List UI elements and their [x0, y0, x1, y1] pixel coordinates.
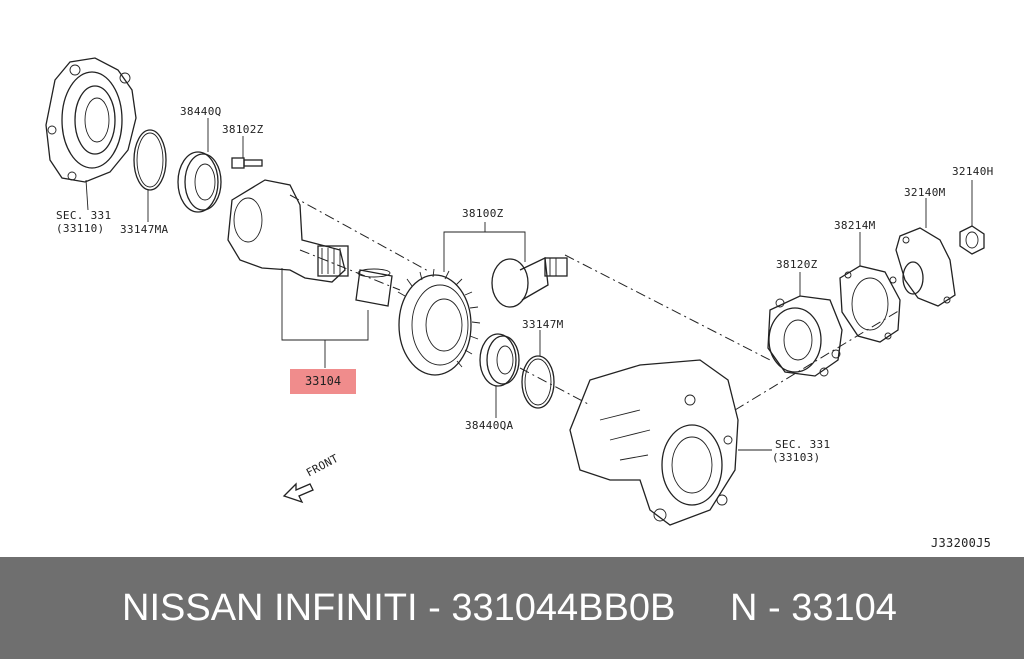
label-sec331-housing-sub: (33103): [772, 451, 821, 464]
bearing-38440q: [177, 118, 222, 213]
label-38440q: 38440Q: [180, 105, 222, 118]
o-ring-33147ma: [133, 129, 167, 222]
highlighted-part-number: 33104: [290, 369, 356, 394]
part-number-banner: NISSAN INFINITI - 331044BB0B N - 33104: [0, 557, 1024, 659]
label-33147ma: 33147MA: [120, 223, 169, 236]
bolt-38102z: [231, 136, 263, 169]
label-33147m: 33147M: [522, 318, 564, 331]
companion-flange-32140m: [895, 198, 956, 307]
label-38120z: 38120Z: [776, 258, 818, 271]
label-38440qa: 38440QA: [465, 419, 514, 432]
label-32140m: 32140M: [904, 186, 946, 199]
flange-nut-32140h: [959, 180, 985, 255]
brand-part-number: NISSAN INFINITI - 331044BB0B: [122, 587, 676, 629]
ring-gear-38100z: [397, 268, 481, 376]
label-38100z: 38100Z: [462, 207, 504, 220]
differential-case-33104: [227, 179, 393, 368]
o-ring-33147m: [521, 330, 555, 409]
label-sec331-cover: SEC. 331: [56, 209, 112, 222]
pinion-bearing-38120z: [767, 272, 843, 377]
label-38102z: 38102Z: [222, 123, 264, 136]
rear-cover-part: [45, 57, 137, 211]
bearing-38440qa: [479, 333, 520, 418]
diagram-code: J33200J5: [931, 536, 992, 550]
label-sec331-cover-sub: (33110): [56, 222, 105, 235]
label-sec331-housing: SEC. 331: [775, 438, 831, 451]
front-direction-arrow-icon: [282, 482, 314, 504]
differential-carrier-housing: [569, 359, 772, 526]
drive-pinion-gear: [443, 222, 568, 308]
label-32140h: 32140H: [952, 165, 994, 178]
reference-number: N - 33104: [730, 587, 897, 629]
exploded-parts-diagram: [45, 57, 985, 526]
label-38214m: 38214M: [834, 219, 876, 232]
gasket-38214m: [839, 232, 901, 343]
